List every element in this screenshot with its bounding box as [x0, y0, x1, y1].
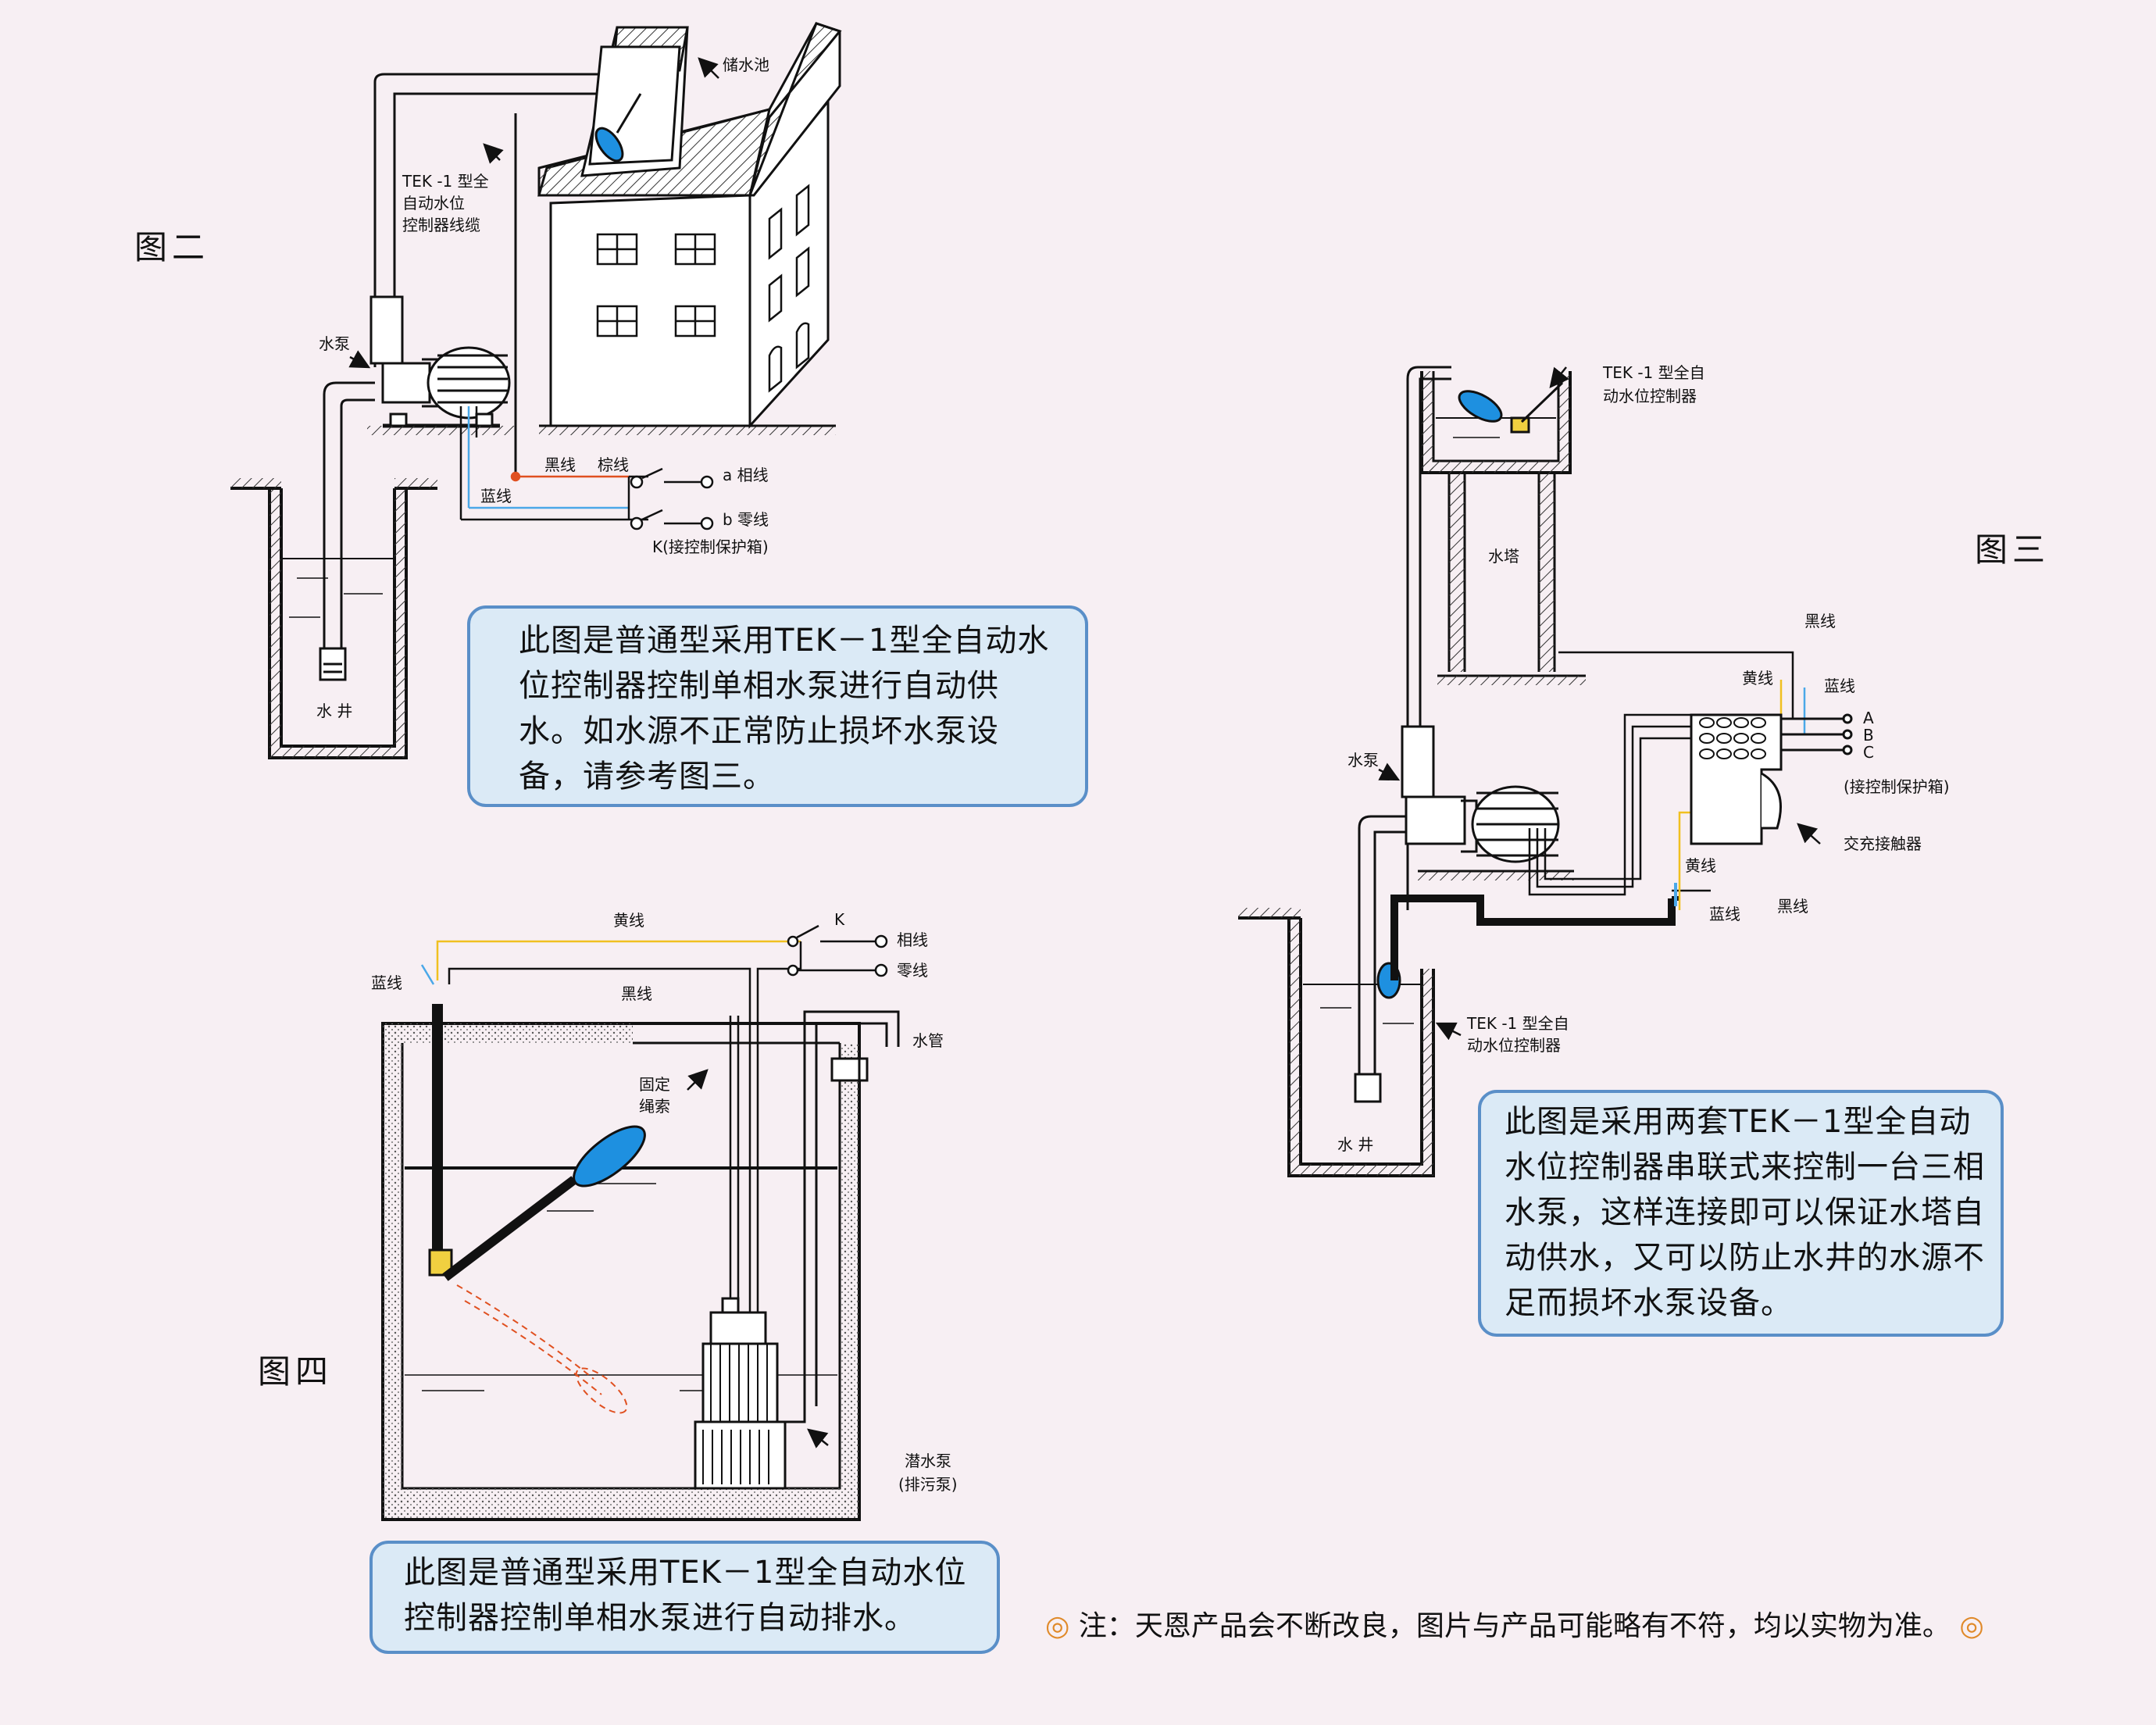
fig4-label-phase: 相线	[897, 930, 928, 949]
fig2-label-black: 黑线	[544, 455, 576, 474]
fig2-label-switch: K(接控制保护箱)	[652, 538, 769, 556]
fig4-label-blue: 蓝线	[371, 973, 402, 992]
fig3-label-black-bottom: 黑线	[1777, 897, 1808, 916]
fig3-label-controller-top-2: 动水位控制器	[1603, 387, 1697, 405]
fig3-controller-cable	[1390, 895, 1676, 980]
fig4-label-black: 黑线	[621, 984, 652, 1003]
fig2-label-phase: a 相线	[723, 466, 769, 484]
fig3-label-contactor: 交充接触器	[1844, 834, 1922, 853]
fig3-note: 此图是采用两套TEK－1型全自动水位控制器串联式来控制一台三相水泵，这样连接即可…	[1478, 1090, 2004, 1337]
fig4-label-pump-1: 潜水泵	[905, 1452, 951, 1470]
fig2-label-tank: 储水池	[723, 55, 769, 74]
fig4-controller	[428, 1004, 646, 1414]
fig4-label-rope-2: 绳索	[639, 1097, 670, 1116]
fig4-discharge-pipe	[785, 1010, 900, 1423]
fig4-label-yellow: 黄线	[613, 911, 644, 930]
figure-2-title: 图二	[134, 228, 210, 266]
fig2-label-neutral: b 零线	[723, 510, 769, 529]
footnote: ◎ 注：天恩产品会不断改良，图片与产品可能略有不符，均以实物为准。 ◎	[1045, 1603, 1984, 1644]
fig3-label-a: A	[1863, 709, 1874, 727]
fig3-label-b: B	[1863, 726, 1874, 745]
fig2-tank-arrow	[698, 57, 719, 79]
fig3-label-c: C	[1863, 743, 1874, 762]
fig3-water-tower	[1420, 371, 1586, 685]
fig4-pump-arrow	[807, 1428, 829, 1448]
figure-4-drawing	[381, 924, 900, 1521]
fig3-label-yellow-top: 黄线	[1742, 669, 1773, 688]
fig3-arrow-contactor	[1797, 823, 1821, 845]
fig3-label-well: 水 井	[1337, 1135, 1374, 1154]
fig4-pump	[694, 1297, 787, 1490]
fig2-pump-arrow	[348, 350, 371, 369]
fig2-label-cable-3: 控制器线缆	[402, 216, 480, 234]
fig3-arrow-pump	[1378, 762, 1401, 781]
fig2-cable-arrow	[483, 143, 504, 164]
fig4-label-k: K	[834, 910, 845, 929]
fig3-label-box: (接控制保护箱)	[1844, 777, 1950, 796]
fig4-tank	[381, 1022, 861, 1521]
fig3-label-pump: 水泵	[1348, 751, 1379, 770]
fig2-pump	[367, 295, 516, 435]
fig2-label-brown: 棕线	[598, 455, 629, 474]
fig3-arrow-top	[1549, 366, 1569, 388]
fig3-label-yellow-bottom: 黄线	[1685, 856, 1716, 875]
fig4-label-pipe: 水管	[912, 1031, 944, 1050]
fig3-wiring	[1528, 651, 1806, 910]
fig3-label-controller-bottom-1: TEK -1 型全自	[1467, 1014, 1569, 1033]
fig3-arrow-bottom	[1435, 1022, 1462, 1041]
fig3-label-black-top: 黑线	[1804, 612, 1836, 630]
fig2-note: 此图是普通型采用TEK－1型全自动水位控制器控制单相水泵进行自动供水。如水源不正…	[467, 605, 1088, 807]
fig3-label-controller-top-1: TEK -1 型全自	[1603, 363, 1705, 382]
fig3-pipe	[1358, 366, 1451, 1074]
fig3-label-blue-bottom: 蓝线	[1709, 905, 1740, 923]
fig2-label-cable-1: TEK -1 型全	[402, 172, 489, 191]
fig2-pipe	[319, 73, 625, 681]
footnote-text: 注：天恩产品会不断改良，图片与产品可能略有不符，均以实物为准。	[1078, 1610, 1951, 1642]
footnote-symbol-left: ◎	[1045, 1610, 1070, 1642]
fig3-pump	[1401, 725, 1574, 880]
fig4-note: 此图是普通型采用TEK－1型全自动水位控制器控制单相水泵进行自动排水。	[369, 1541, 1000, 1654]
fig2-well	[230, 478, 437, 759]
fig2-wiring	[459, 406, 714, 530]
fig2-label-well: 水 井	[316, 702, 353, 720]
fig3-label-controller-bottom-2: 动水位控制器	[1467, 1036, 1561, 1055]
fig4-label-neutral: 零线	[897, 961, 928, 980]
fig4-rope-arrow	[687, 1069, 709, 1091]
fig3-label-blue-top: 蓝线	[1824, 677, 1855, 695]
fig3-well	[1238, 908, 1435, 1177]
fig2-label-cable-2: 自动水位	[402, 194, 465, 212]
fig4-wiring	[420, 924, 888, 985]
footnote-symbol-right: ◎	[1959, 1610, 1984, 1642]
fig4-label-rope-1: 固定	[639, 1075, 670, 1094]
fig3-contactor	[1690, 713, 1853, 845]
figure-2-drawing	[230, 22, 842, 759]
fig3-label-tower: 水塔	[1488, 547, 1519, 566]
fig4-rope	[729, 977, 759, 1328]
figure-4-title: 图四	[258, 1352, 334, 1391]
figure-3-title: 图三	[1975, 530, 2051, 569]
fig2-label-pump: 水泵	[319, 334, 350, 353]
fig4-label-pump-2: (排污泵)	[898, 1475, 958, 1494]
fig2-label-blue: 蓝线	[480, 487, 512, 505]
figure-3-drawing	[1238, 366, 1853, 1177]
fig2-building	[537, 22, 842, 435]
